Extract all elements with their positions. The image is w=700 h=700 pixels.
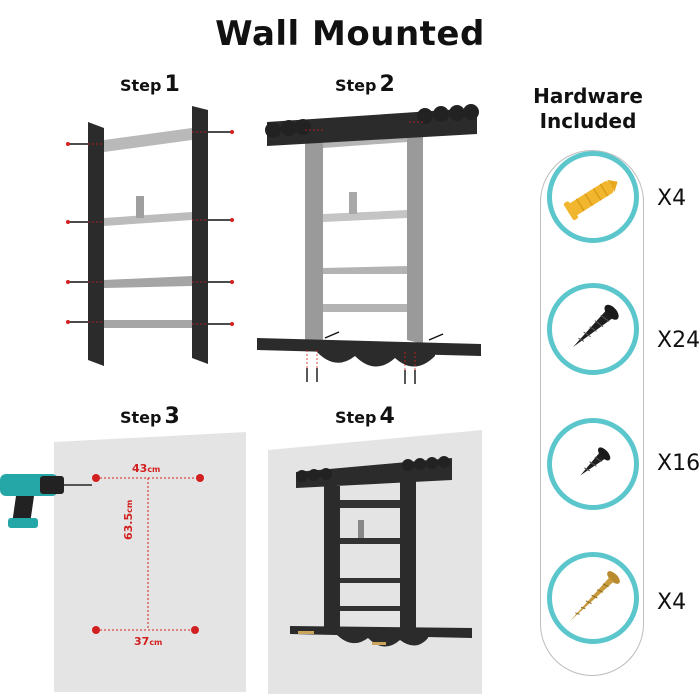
dimension-top-unit: cm	[147, 465, 161, 474]
hardware-panel	[540, 150, 644, 676]
dimension-side-unit: cm	[125, 499, 134, 513]
dimension-top-label: 43cm	[132, 462, 160, 475]
page-title: Wall Mounted	[215, 14, 485, 54]
step-2-frame-illustration	[257, 104, 481, 384]
dimension-bottom-label: 37cm	[134, 635, 162, 648]
hardware-title-line1: Hardware	[533, 84, 643, 108]
hardware-item-3-circle	[547, 418, 639, 510]
dimension-side-value: 63.5	[122, 512, 135, 540]
long-screw-icon	[572, 304, 619, 348]
hardware-item-1-circle	[547, 151, 639, 243]
hardware-item-3-qty: X16	[657, 451, 700, 476]
hardware-item-1-qty: X4	[657, 186, 687, 211]
dimension-bottom-unit: cm	[149, 638, 163, 647]
step-4-word: Step	[335, 408, 377, 427]
step-1-word: Step	[120, 76, 162, 95]
wall-anchor-icon	[563, 179, 618, 221]
hardware-title: Hardware Included	[528, 84, 648, 134]
dimension-bottom-value: 37	[134, 635, 150, 648]
step-1-frame-illustration	[66, 106, 234, 366]
hardware-item-2-circle	[547, 283, 639, 375]
hardware-item-4-circle	[547, 552, 639, 644]
step-2-number: 2	[379, 72, 395, 97]
step-3-word: Step	[120, 408, 162, 427]
step-3-number: 3	[164, 404, 180, 429]
dimension-side-label: 63.5cm	[122, 500, 135, 540]
dimension-top-value: 43	[132, 462, 148, 475]
step-2-word: Step	[335, 76, 377, 95]
hardware-item-2-qty: X24	[657, 328, 700, 353]
step-4-mounted-rack-illustration	[268, 430, 482, 694]
hardware-title-line2: Included	[539, 109, 637, 133]
short-screw-icon	[580, 447, 611, 476]
drill-icon	[0, 474, 92, 528]
step-4-number: 4	[379, 404, 395, 429]
hardware-item-4-qty: X4	[657, 590, 687, 615]
gold-screw-icon	[569, 571, 620, 622]
step-1-number: 1	[164, 72, 180, 97]
step-3-wall-drilling-illustration	[0, 432, 246, 692]
